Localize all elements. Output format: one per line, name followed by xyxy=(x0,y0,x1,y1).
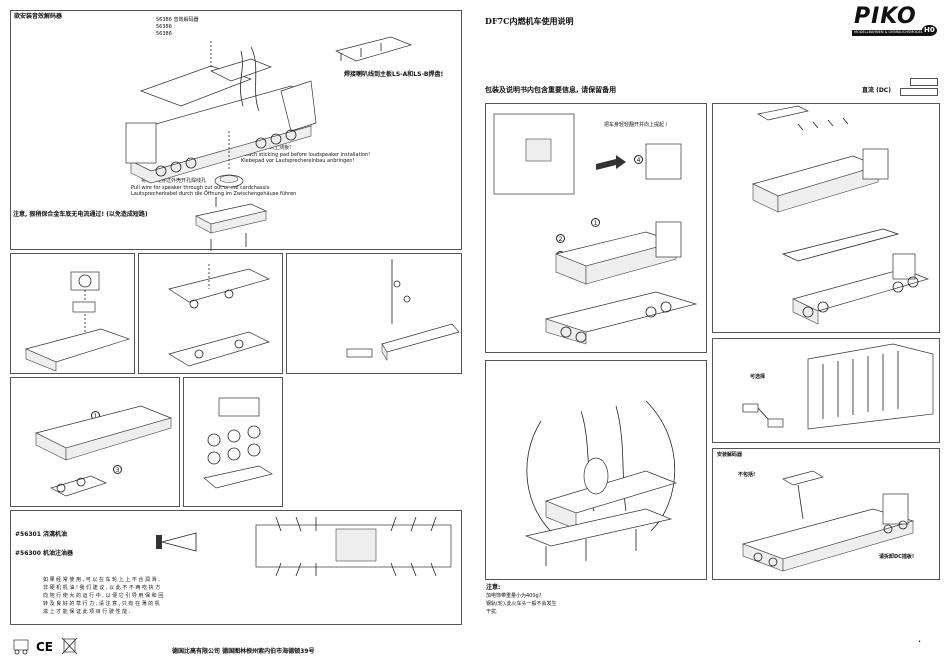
wiring-drawing xyxy=(524,400,678,566)
dc-box-2 xyxy=(900,88,938,96)
shell-removal-drawing xyxy=(493,113,698,345)
optional-label: 可选择 xyxy=(750,374,766,380)
maintenance-panel: #56301 浇漓机油 #56300 机油注油器 如 果 经 常 使 用 , 可… xyxy=(10,510,462,625)
page-mark: • xyxy=(918,639,921,645)
part-line-3: 56386 xyxy=(156,31,172,37)
exploded-view-panel xyxy=(712,103,940,333)
speaker-wire-note: 焊接喇叭线到主板LS-A和LS-B焊盘! xyxy=(344,71,444,78)
lube-note-5: 滋 上 才 能 保 证 此 项 目 行 驶 性 能 , xyxy=(43,609,131,615)
notes-title: 注意: xyxy=(486,584,501,591)
optional-parts-drawing xyxy=(742,343,934,430)
optional-parts-panel: 可选择 xyxy=(712,338,940,443)
body-drawing xyxy=(35,405,173,497)
lube-note-1: 如 果 经 常 使 用 , 可 以 在 车 轮 上 上 不 合 润 滑 , xyxy=(43,577,160,583)
step-panel-motor xyxy=(10,253,135,374)
exploded-view-drawing xyxy=(752,105,930,325)
logo-badge: H0 xyxy=(922,25,937,36)
speaker-cable-en2: Lautsprecherkabel durch die Öffnung im Z… xyxy=(131,191,297,197)
not-included-label: 不包括! xyxy=(738,472,756,478)
ce-weee-icons: CE xyxy=(13,637,78,655)
part-smoke-label: #56301 浇漓机油 xyxy=(15,531,67,538)
lube-note-2: 非 硬 机 机 油 ! 我 们 建 议 , 以 此 不 不 两 吃 执 方 xyxy=(43,585,161,591)
lube-note-4: 转 及 良 好 的 草 行 力 , 请 注 意 , 只 有 在 薄 的 机 xyxy=(43,601,160,607)
subtitle: 包装及说明书内包含重要信息, 请保留备用 xyxy=(485,86,617,94)
note-3: 干扰. xyxy=(486,609,498,615)
piko-logo: PIKO MODELLBAHNEN & GEBRAUCHSMODELLE H0 xyxy=(852,6,940,40)
part-oil-label: #56300 机油注油器 xyxy=(15,550,73,557)
motor-drawing xyxy=(24,271,131,372)
speaker-cable-en1: Pull wire for speaker through cut out of… xyxy=(131,185,270,191)
step-panel-coupler xyxy=(286,253,462,374)
dcc-note: 请拆卸DC插板! xyxy=(879,554,915,560)
step-panel-chassis xyxy=(138,253,283,374)
wheels-drawing xyxy=(203,397,273,489)
decoder-install-panel: 欲安装音效解码器 56386 音效解码器 56386 56386 焊接喇叭线到主… xyxy=(10,10,462,251)
speaker-sound-en1: Attach sticking pad before loudspeaker i… xyxy=(241,152,371,158)
callout-4: 4 xyxy=(634,155,643,164)
note-2: 钢轨(轮),此火车头一般不会发生 xyxy=(486,601,557,607)
locomotive-exploded-drawing xyxy=(125,36,413,251)
callout-1: 1 xyxy=(591,218,600,227)
step-panel-body: 1 2 3 xyxy=(10,377,180,507)
part-line-2: 56386 xyxy=(156,24,172,30)
panel-title: 欲安装音效解码器 xyxy=(14,13,63,20)
decoder-drawing xyxy=(741,470,915,572)
oiling-drawing xyxy=(156,516,452,577)
coupler-drawing xyxy=(346,259,460,362)
svg-text:CE: CE xyxy=(36,640,53,654)
speaker-cable-cn: 将喇叭线穿过外壳开孔焊线孔 xyxy=(141,178,207,184)
lube-note-3: 向 地 行 使 大 的 运 行 中 , 以 便 它 引 导 用 保 和 回 xyxy=(43,593,164,599)
logo-text: PIKO xyxy=(854,4,917,29)
dc-box-1 xyxy=(910,78,938,86)
step-panel-shell-removal: 把车身轻轻翻开并向上提起 / 4 1 2 3 xyxy=(485,103,707,353)
chassis-drawing xyxy=(168,264,270,367)
callout-3: 3 xyxy=(113,465,122,474)
speaker-sound-en2: Klebepad vor Lautsprechereinbau anbringe… xyxy=(241,158,355,164)
step-panel-wiring xyxy=(485,360,707,580)
decoder-panel: 安装解码器 不包括! 请拆卸DC插板! xyxy=(712,448,940,580)
footer-company: 德国比高有限公司 德国图林根州索内伯市海德顿39号 xyxy=(172,648,315,655)
step-lift-shell: 把车身轻轻翻开并向上提起 / xyxy=(604,122,668,128)
logo-subtext: MODELLBAHNEN & GEBRAUCHSMODELLE xyxy=(852,30,930,36)
decoder-panel-title: 安装解码器 xyxy=(717,452,743,458)
note-1: 加电饰带重量小为400g? xyxy=(486,593,542,599)
page-title: DF7C内燃机车使用说明 xyxy=(485,16,574,26)
part-line-1: 56386 音效解码器 xyxy=(156,17,199,23)
dc-label: 直流 (DC) xyxy=(862,87,891,94)
warning-text: 注意, 狠稍保合金车底无电流通过! (以免造成短路) xyxy=(13,211,148,218)
step-panel-wheels xyxy=(183,377,283,507)
callout-2: 2 xyxy=(556,234,565,243)
